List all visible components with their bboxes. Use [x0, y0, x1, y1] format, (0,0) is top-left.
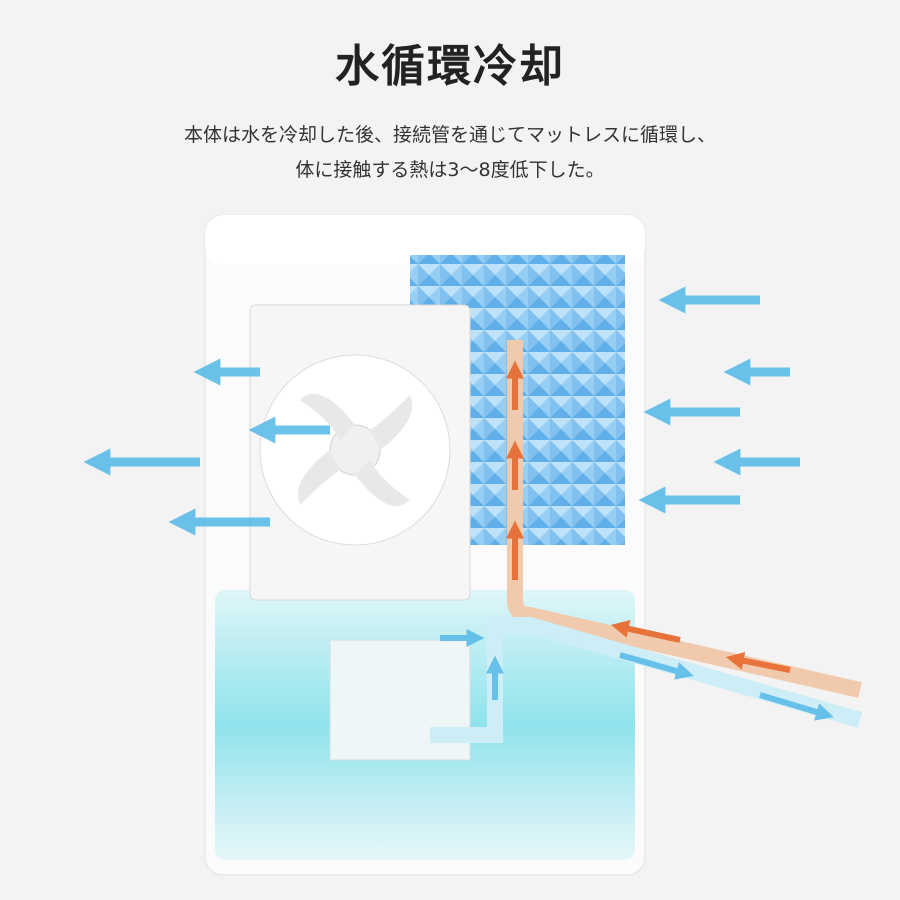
- fan: [249, 304, 471, 601]
- cool-water-pipe: [430, 617, 863, 743]
- description-line-1: 本体は水を冷却した後、接続管を通じてマットレスに循環し、: [183, 124, 716, 146]
- cool-air-arrow-icon: [83, 286, 834, 721]
- description-line-2: 体に接触する熱は3〜8度低下した。: [295, 159, 605, 181]
- warm-water-arrow-icon: [506, 360, 791, 673]
- warm-water-pipe: [507, 340, 862, 698]
- page-title: 水循環冷却: [335, 41, 565, 92]
